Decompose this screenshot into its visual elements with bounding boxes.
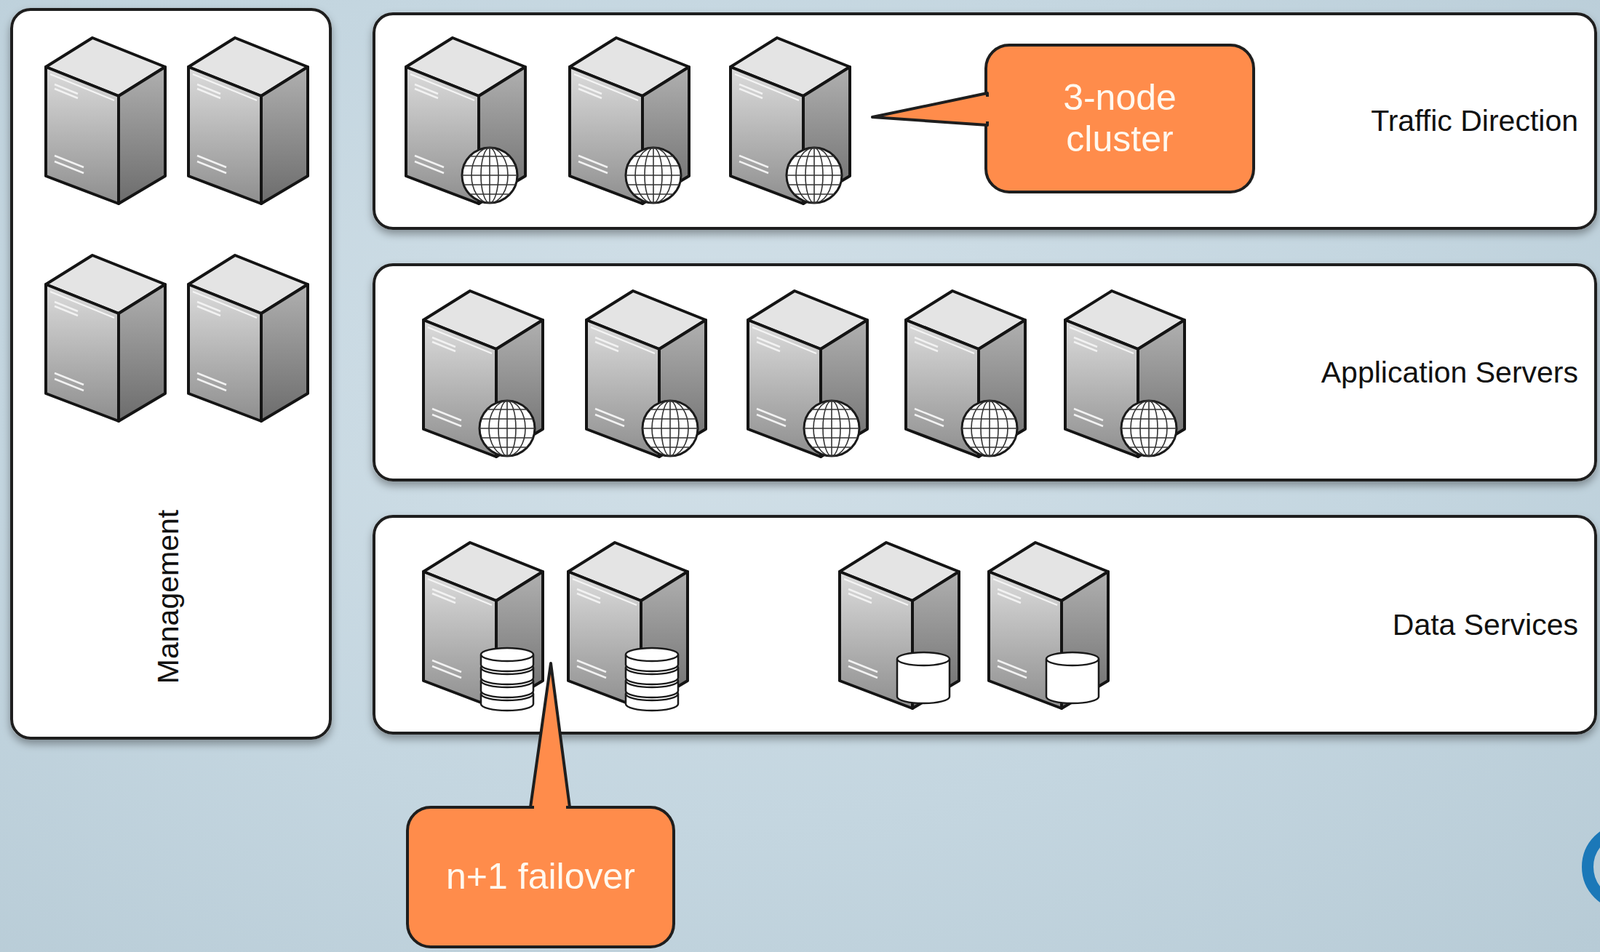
globe-badge bbox=[786, 147, 842, 204]
server-icon bbox=[839, 542, 959, 709]
callout-box: 3-node cluster bbox=[984, 43, 1256, 194]
callout-text: n+1 failover bbox=[446, 856, 636, 899]
server-icon bbox=[568, 542, 688, 711]
logo-arc bbox=[1587, 829, 1600, 906]
server-icon bbox=[423, 542, 543, 711]
globe-badge bbox=[462, 147, 518, 204]
tier-label: Data Services bbox=[1392, 608, 1579, 643]
server-icon bbox=[730, 37, 850, 204]
band-fill bbox=[10, 8, 332, 740]
band-fill bbox=[372, 263, 1598, 482]
globe-badge bbox=[642, 400, 698, 457]
callout-pointer bbox=[530, 663, 570, 808]
callout-pointer bbox=[872, 93, 988, 126]
server-icon bbox=[188, 37, 308, 204]
tier-label: Application Servers bbox=[1321, 355, 1579, 390]
server-icon bbox=[188, 255, 308, 422]
tier-label: Traffic Direction bbox=[1370, 104, 1579, 139]
server-icon bbox=[586, 291, 706, 457]
server-icon bbox=[905, 291, 1026, 457]
server-icon bbox=[423, 291, 543, 457]
globe-badge bbox=[625, 147, 682, 204]
tier-band: Traffic Direction 3-node cluster bbox=[372, 12, 1598, 230]
disk-badge bbox=[897, 652, 950, 704]
band-fill bbox=[372, 12, 1598, 230]
callout-box: n+1 failover bbox=[406, 806, 676, 949]
server-icon bbox=[45, 37, 166, 204]
globe-badge bbox=[479, 400, 535, 457]
server-icon bbox=[747, 291, 868, 457]
callout-text: 3-node cluster bbox=[1009, 77, 1231, 161]
server-icon bbox=[988, 542, 1109, 709]
database-stack bbox=[480, 648, 534, 711]
server-icon bbox=[569, 37, 690, 204]
database-stack bbox=[625, 648, 679, 711]
management-band: Management bbox=[10, 8, 332, 740]
tier-band: Data Services bbox=[372, 515, 1598, 735]
pointer-join bbox=[534, 804, 567, 813]
band-fill bbox=[372, 515, 1598, 735]
disk-badge bbox=[1046, 652, 1099, 704]
globe-badge bbox=[1121, 400, 1177, 457]
server-icon bbox=[45, 255, 166, 422]
globe-badge bbox=[804, 400, 860, 457]
tier-label: Management bbox=[151, 509, 186, 684]
pointer-join bbox=[982, 96, 993, 122]
server-icon bbox=[1065, 291, 1185, 457]
tier-band: Application Servers bbox=[372, 263, 1598, 482]
server-icon bbox=[406, 37, 526, 204]
globe-badge bbox=[961, 400, 1018, 457]
